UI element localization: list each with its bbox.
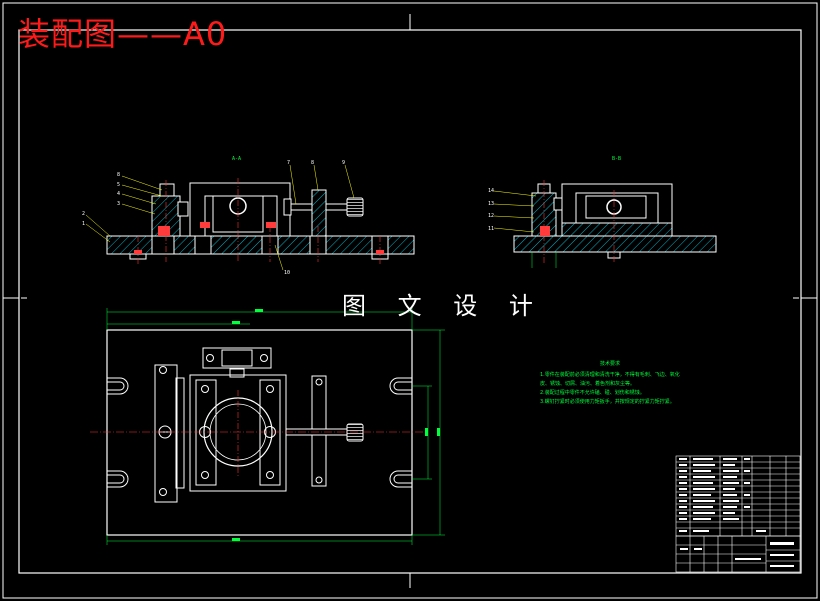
svg-text:10: 10	[284, 270, 290, 276]
svg-text:2: 2	[82, 211, 85, 217]
svg-text:12: 12	[488, 213, 494, 219]
drawing-title: 装配图——A0	[18, 15, 228, 53]
top-left-bar	[154, 364, 178, 503]
design-caption: 图 文 设 计	[342, 292, 545, 320]
center-marks	[3, 14, 817, 588]
top-view	[90, 308, 445, 545]
svg-text:13: 13	[488, 201, 494, 207]
svg-text:7: 7	[287, 160, 290, 166]
front-knob	[346, 197, 364, 217]
svg-text:8: 8	[311, 160, 314, 166]
notes-item: 3.螺钉拧紧时必须使用力矩扳手，并按规定的拧紧力矩拧紧。	[540, 399, 675, 405]
svg-text:11: 11	[488, 226, 494, 232]
technical-requirements: 技术要求 1.零件在装配前必须清理和清洗干净，不得有毛刺、飞边、氧化皮、锈蚀、切…	[540, 360, 680, 407]
top-base-plate	[106, 329, 413, 536]
front-view: A-A 8 5 4 3 2 1 7 8 9 10	[82, 156, 415, 276]
notes-item: 1.零件在装配前必须清理和清洗干净，不得有毛刺、飞边、氧化皮、锈蚀、切屑、油污、…	[540, 372, 680, 387]
top-knob	[346, 423, 364, 442]
notes-item: 2.装配过程中零件不允许磕、碰、划伤和锈蚀。	[540, 390, 645, 396]
svg-text:8: 8	[117, 172, 120, 178]
section-label-front: A-A	[232, 156, 241, 162]
svg-text:4: 4	[117, 191, 120, 197]
title-block-text-marks	[679, 458, 794, 567]
front-support-plate	[311, 189, 327, 237]
svg-text:14: 14	[488, 188, 494, 194]
svg-text:9: 9	[342, 160, 345, 166]
title-block	[675, 455, 801, 573]
top-pad-block	[202, 347, 272, 369]
svg-text:3: 3	[117, 201, 120, 207]
front-part-numbers: 8 5 4 3 2 1 7 8 9 10	[82, 160, 345, 276]
side-view: B-B 14 13 12 11	[488, 156, 717, 268]
side-part-numbers: 14 13 12 11	[488, 188, 494, 232]
notes-title: 技术要求	[599, 361, 620, 367]
svg-text:5: 5	[117, 182, 120, 188]
section-label-side: B-B	[612, 156, 621, 162]
svg-text:1: 1	[82, 221, 85, 227]
